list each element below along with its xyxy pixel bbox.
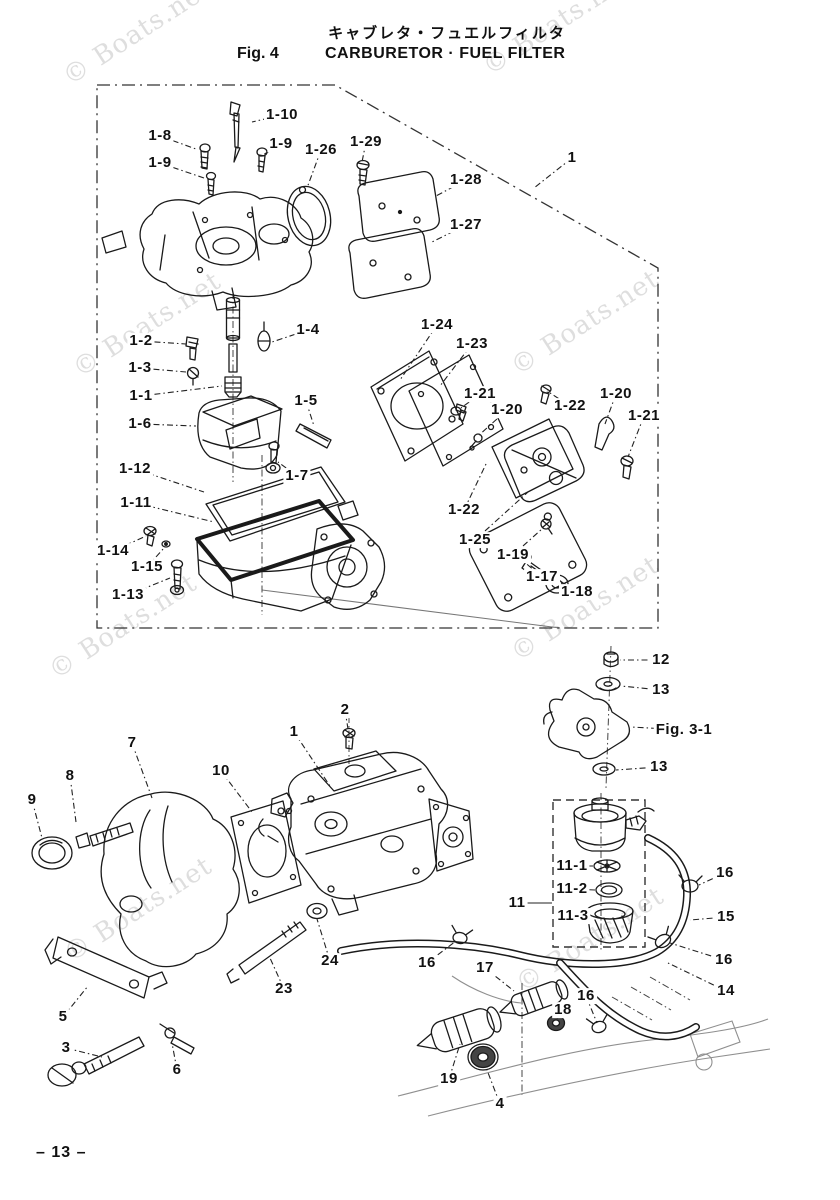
pump-cover-plate — [468, 502, 588, 612]
carburetor-top-view — [101, 191, 314, 311]
main-dashed-boundary — [96, 84, 659, 629]
bowl-screws — [143, 525, 185, 596]
leader-line — [171, 1042, 178, 1071]
leader-line — [439, 343, 473, 387]
float — [197, 395, 283, 470]
mount-bracket — [44, 936, 195, 1087]
leader-line — [435, 179, 467, 197]
leader-line — [477, 409, 508, 437]
main-jet-1-1 — [224, 376, 242, 398]
leader-line — [31, 799, 43, 839]
leader-line — [620, 685, 662, 691]
fuel-fittings — [416, 979, 569, 1071]
leader-line — [220, 770, 253, 813]
leader-line — [293, 731, 331, 787]
leader-line — [139, 367, 187, 373]
leader-line — [615, 766, 660, 771]
leader-line — [546, 390, 571, 407]
leader-line — [316, 918, 331, 962]
leader-line — [344, 709, 349, 730]
title-japanese: キャブレタ・フュエルフィルタ — [328, 25, 566, 42]
leader-line — [65, 1047, 103, 1058]
leader-line — [257, 143, 282, 159]
leader-line — [463, 463, 487, 511]
leader-line — [689, 916, 727, 921]
leader-line — [484, 967, 515, 992]
leader-line — [139, 423, 197, 427]
fuel-filter-assembly — [573, 797, 655, 944]
leader-line — [426, 940, 457, 964]
leader-line — [69, 775, 77, 823]
filter-dashed-boundary — [552, 799, 646, 948]
figure-number: Fig. 4 — [237, 45, 279, 62]
leader-line — [627, 415, 645, 458]
float-pin-screw — [265, 423, 332, 474]
leader-line — [474, 491, 529, 541]
throttle-arm-group — [543, 651, 631, 776]
leader-line — [448, 1043, 461, 1080]
carburetor-assembly — [226, 727, 474, 984]
leader-line — [630, 726, 685, 731]
leader-line — [669, 942, 725, 961]
page-title: CARBURETOR · FUEL FILTER — [325, 45, 566, 62]
leader-line — [146, 547, 165, 568]
leader-line — [486, 1069, 501, 1105]
leader-line — [698, 872, 726, 886]
carb-mount-gasket — [230, 800, 302, 904]
leader-line — [134, 468, 205, 493]
leader-line — [277, 461, 298, 477]
main-nozzle-assembly — [185, 296, 271, 398]
leader-line — [140, 340, 187, 345]
leader-line — [399, 324, 438, 381]
pump-covers — [348, 171, 440, 299]
leader-line — [667, 962, 727, 992]
leader-line — [131, 742, 153, 799]
leader-line — [361, 141, 367, 163]
leader-line — [305, 400, 315, 427]
bowl-vent-gasket — [286, 185, 332, 247]
leader-line — [251, 114, 283, 123]
float-bowl — [195, 499, 386, 612]
leader-line — [140, 385, 223, 397]
page-number: – 13 – — [36, 1144, 87, 1161]
leader-line — [512, 527, 544, 556]
fuel-pump-assembly — [455, 384, 634, 535]
leader-line — [62, 985, 89, 1018]
silencer-cover — [31, 791, 240, 968]
fuel-hoses — [337, 834, 700, 1041]
intake-flange-gasket — [370, 350, 464, 462]
needle-1-10 — [229, 101, 241, 117]
leader-line — [269, 957, 285, 990]
leader-line — [112, 535, 147, 552]
leader-line — [306, 149, 322, 189]
leader-line — [159, 162, 205, 179]
leader-line — [533, 157, 573, 189]
leader-line — [271, 329, 309, 343]
engine-outline — [261, 589, 771, 1117]
leader-line — [135, 502, 215, 523]
leader-line — [159, 135, 197, 150]
pilot-screws — [199, 101, 370, 196]
leader-line — [127, 577, 171, 596]
leader-line — [571, 888, 596, 891]
hose-clips — [451, 874, 703, 1034]
